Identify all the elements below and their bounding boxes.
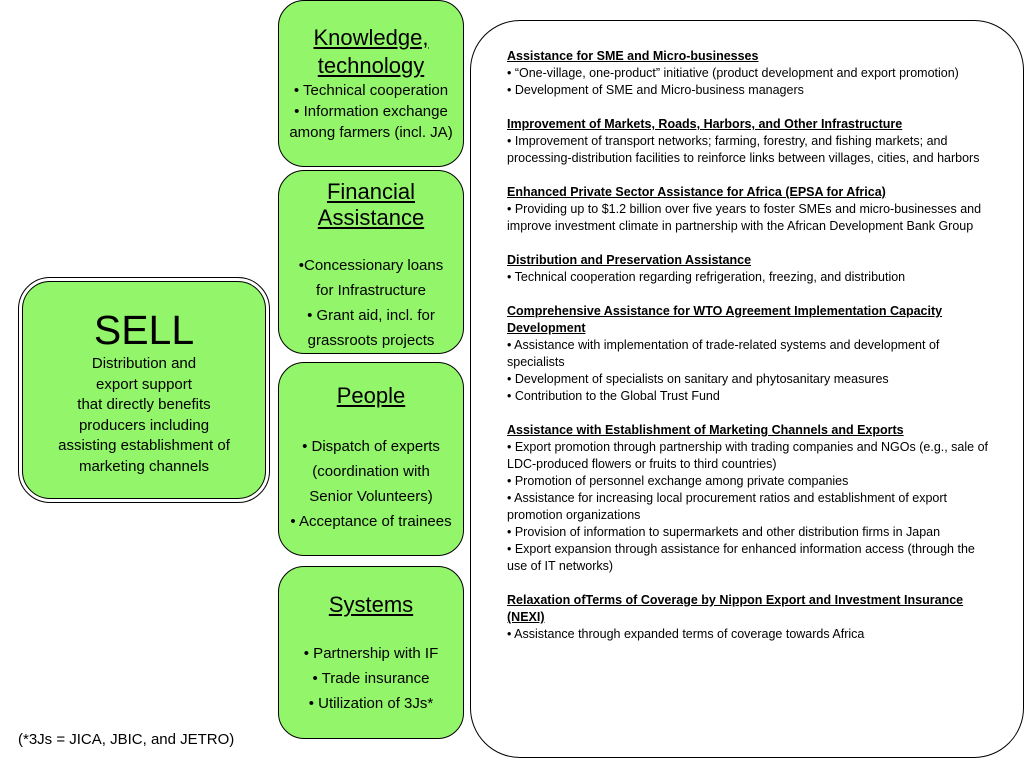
section-item: • Assistance through expanded terms of c…: [507, 627, 865, 641]
detail-section: Relaxation ofTerms of Coverage by Nippon…: [507, 592, 997, 643]
section-item: • Export promotion through partnership w…: [507, 440, 989, 471]
people-item: (coordination with: [312, 463, 430, 480]
people-item: • Dispatch of experts: [302, 438, 440, 455]
sell-box: SELL Distribution and export support tha…: [18, 277, 270, 503]
people-box-title: People: [336, 383, 406, 408]
knowledge-box-title: Knowledge, technology: [279, 24, 463, 80]
section-item: • “One-village, one-product” initiative …: [507, 66, 959, 80]
section-item: • Development of specialists on sanitary…: [507, 372, 889, 386]
detail-panel: Assistance for SME and Micro-businesses …: [470, 20, 1024, 758]
section-item: • Assistance for increasing local procur…: [507, 491, 948, 522]
people-item: Senior Volunteers): [309, 488, 433, 505]
section-heading: Assistance with Establishment of Marketi…: [507, 423, 904, 437]
section-item: • Improvement of transport networks; far…: [507, 134, 980, 165]
sell-line: Distribution and: [91, 355, 197, 372]
section-item: • Promotion of personnel exchange among …: [507, 474, 849, 488]
knowledge-title-line: Knowledge,: [313, 25, 429, 50]
sell-line: marketing channels: [78, 457, 210, 475]
footnote: (*3Js = JICA, JBIC, and JETRO): [18, 731, 235, 748]
section-heading: Distribution and Preservation Assistance: [507, 253, 752, 267]
section-heading: Comprehensive Assistance for WTO Agreeme…: [507, 304, 943, 335]
section-heading: Enhanced Private Sector Assistance for A…: [507, 185, 886, 199]
section-heading: Assistance for SME and Micro-businesses: [507, 49, 759, 63]
section-item: • Development of SME and Micro-business …: [507, 83, 804, 97]
section-item: • Export expansion through assistance fo…: [507, 542, 975, 573]
detail-content: Assistance for SME and Micro-businesses …: [507, 48, 997, 660]
sell-line: producers including: [78, 416, 210, 434]
sell-description: Distribution and export support that dir…: [58, 354, 230, 477]
knowledge-title-line: technology: [317, 53, 425, 78]
systems-item: • Utilization of 3Js*: [308, 695, 434, 712]
financial-box-title: Financial Assistance: [279, 179, 463, 231]
sell-line: that directly benefits: [77, 396, 211, 413]
section-item: • Provision of information to supermarke…: [507, 525, 941, 539]
section-item: • Technical cooperation regarding refrig…: [507, 270, 906, 284]
detail-section: Enhanced Private Sector Assistance for A…: [507, 184, 997, 235]
sell-title: SELL: [93, 307, 195, 353]
people-box: People • Dispatch of experts (coordinati…: [278, 362, 464, 556]
sell-line: assisting establishment of: [58, 437, 230, 454]
financial-assistance-box: Financial Assistance •Concessionary loan…: [278, 170, 464, 354]
detail-section: Comprehensive Assistance for WTO Agreeme…: [507, 303, 997, 405]
detail-section: Assistance for SME and Micro-businesses …: [507, 48, 997, 99]
section-item: • Assistance with implementation of trad…: [507, 338, 940, 369]
detail-section: Improvement of Markets, Roads, Harbors, …: [507, 116, 997, 167]
section-heading: Relaxation ofTerms of Coverage by Nippon…: [507, 593, 964, 624]
knowledge-item: • Information exchange among farmers (in…: [289, 103, 453, 141]
financial-item: • Grant aid, incl. for grassroots projec…: [307, 307, 435, 349]
sell-box-inner: SELL Distribution and export support tha…: [22, 281, 266, 499]
systems-box: Systems • Partnership with IF • Trade in…: [278, 566, 464, 739]
systems-item: • Partnership with IF: [303, 645, 439, 662]
financial-title-line: Financial: [326, 179, 416, 204]
knowledge-technology-box: Knowledge, technology • Technical cooper…: [278, 0, 464, 167]
section-heading: Improvement of Markets, Roads, Harbors, …: [507, 117, 903, 131]
section-item: • Contribution to the Global Trust Fund: [507, 389, 720, 403]
people-item: • Acceptance of trainees: [290, 513, 452, 530]
detail-section: Distribution and Preservation Assistance…: [507, 252, 997, 286]
systems-item: • Trade insurance: [312, 670, 430, 687]
section-item: • Providing up to $1.2 billion over five…: [507, 202, 982, 233]
knowledge-item: • Technical cooperation: [293, 82, 449, 99]
financial-item: •Concessionary loans for Infrastructure: [298, 257, 444, 299]
detail-section: Assistance with Establishment of Marketi…: [507, 422, 997, 575]
sell-line: export support: [96, 375, 192, 393]
systems-box-title: Systems: [328, 592, 414, 617]
financial-title-line: Assistance: [317, 205, 425, 230]
